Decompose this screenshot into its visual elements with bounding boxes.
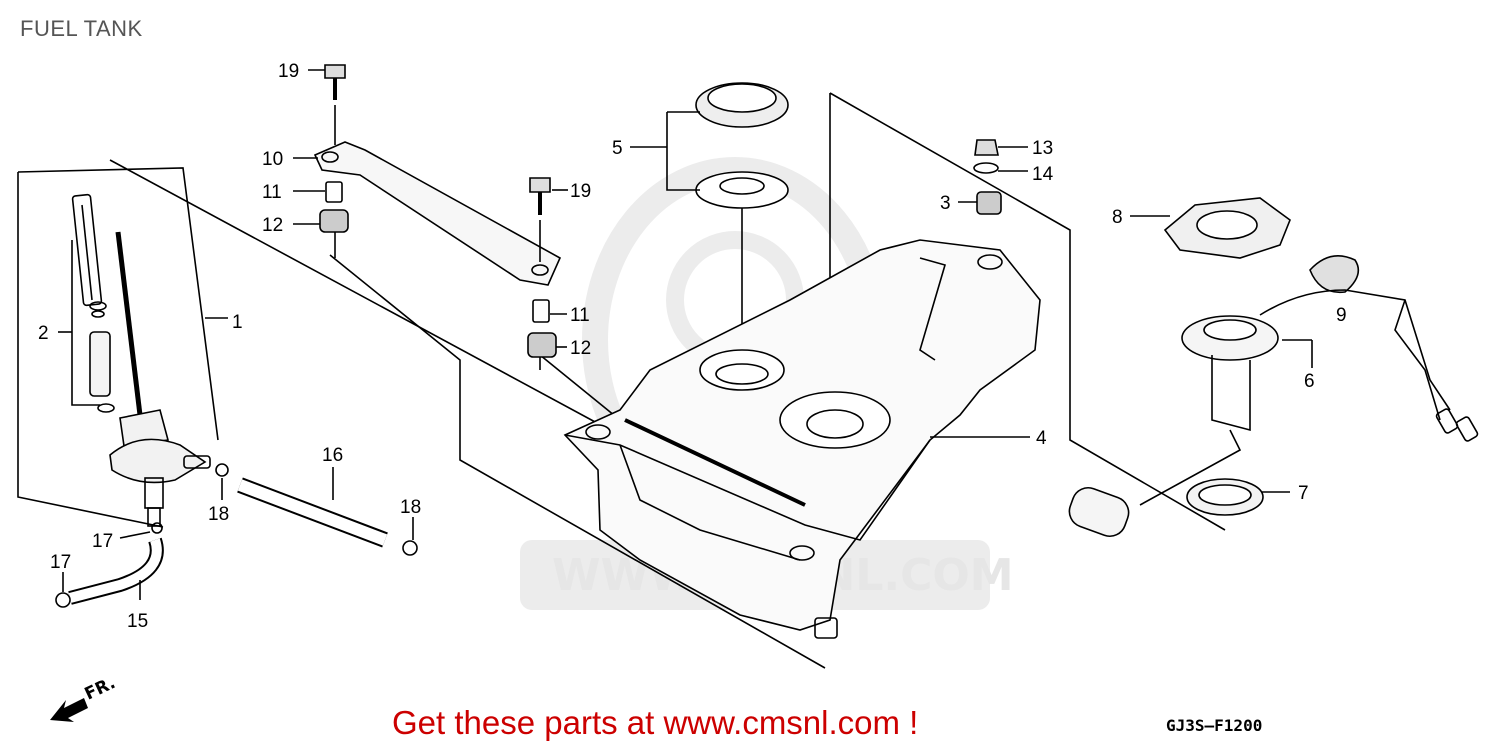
- callout-11: 11: [570, 305, 590, 326]
- bracket-line-1b: [17, 167, 219, 441]
- callout-17: 17: [50, 552, 71, 573]
- tank-stay: [313, 141, 562, 286]
- callout-1: 1: [232, 312, 243, 333]
- diagram-code: GJ3S–F1200: [1166, 716, 1263, 735]
- callout-11: 11: [262, 182, 282, 203]
- callout-17: 17: [92, 531, 113, 552]
- callout-18: 18: [400, 497, 421, 518]
- front-label: FR.: [82, 673, 119, 704]
- callout-12: 12: [262, 215, 283, 236]
- bracket-line-4: [829, 92, 1226, 531]
- guide-line: [109, 159, 611, 431]
- guide-line-2: [329, 254, 826, 669]
- callout-14: 14: [1032, 164, 1054, 185]
- front-direction-indicator: FR.: [50, 673, 119, 722]
- callout-6: 6: [1304, 371, 1315, 392]
- callout-3: 3: [940, 193, 951, 214]
- callout-7: 7: [1298, 483, 1309, 504]
- callout-5: 5: [612, 138, 623, 159]
- callout-13: 13: [1032, 138, 1053, 159]
- fuel-unit: [1068, 254, 1479, 538]
- guide-line-3: [539, 354, 621, 421]
- promo-link-text[interactable]: Get these parts at www.cmsnl.com !: [392, 704, 919, 741]
- callout-18: 18: [208, 504, 229, 525]
- callout-19: 19: [570, 181, 591, 202]
- fuel-tank: [563, 239, 1041, 639]
- callout-4: 4: [1036, 428, 1047, 449]
- callout-16: 16: [322, 445, 343, 466]
- fuel-strainer: [58, 193, 115, 413]
- callout-12: 12: [570, 338, 591, 359]
- fuel-cock: [109, 231, 211, 527]
- callouts: 19 10 11 12 19 11 12 5 13 14 3 8 9 6 7 4…: [38, 61, 1347, 632]
- callout-19: 19: [278, 61, 299, 82]
- callout-9: 9: [1336, 305, 1347, 326]
- callout-8: 8: [1112, 207, 1123, 228]
- diagram-title: FUEL TANK: [20, 16, 143, 41]
- callout-15: 15: [127, 611, 148, 632]
- bracket-line-1: [17, 172, 164, 528]
- callout-2: 2: [38, 323, 49, 344]
- callout-10: 10: [262, 149, 283, 170]
